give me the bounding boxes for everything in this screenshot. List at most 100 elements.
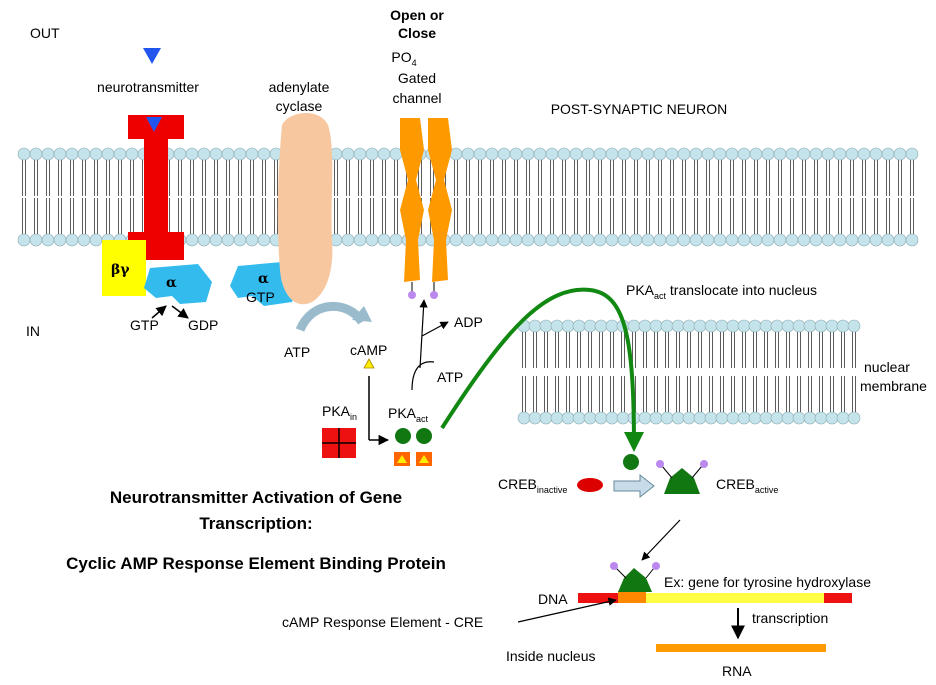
lipid-head (561, 411, 575, 425)
lipid-head (473, 147, 487, 161)
lipid-head (113, 147, 127, 161)
lipid-head (759, 319, 773, 333)
nuclear-membrane (517, 319, 861, 425)
post-synaptic-label: POST-SYNAPTIC NEURON (551, 101, 728, 117)
lipid-head (521, 233, 535, 247)
rna-strand (656, 644, 826, 652)
cre-label: cAMP Response Element - CRE (282, 614, 483, 630)
gdp-arrow (171, 305, 189, 319)
alpha2-label: α (258, 271, 269, 287)
lipid-head (605, 411, 619, 425)
in-label: IN (26, 323, 40, 339)
lipid-head (65, 233, 79, 247)
pka-act-sub: act (416, 414, 429, 424)
lipid-head (905, 147, 919, 161)
lipid-head (825, 411, 839, 425)
lipid-head (101, 147, 115, 161)
lipid-head (857, 233, 871, 247)
lipid-head (792, 411, 806, 425)
lipid-head (593, 147, 607, 161)
lipid-head (737, 147, 751, 161)
lipid-head (857, 147, 871, 161)
lipid-head (461, 147, 475, 161)
lipid-head (748, 319, 762, 333)
pka-act-main: PKA (388, 405, 417, 421)
title-line3: Cyclic AMP Response Element Binding Prot… (66, 554, 446, 573)
neurotransmitter-triangle (143, 48, 161, 64)
lipid-head (641, 147, 655, 161)
lipid-head (533, 147, 547, 161)
lipid-head (41, 147, 55, 161)
lipid-head (77, 233, 91, 247)
lipid-head (836, 319, 850, 333)
lipid-head (653, 233, 667, 247)
transcription-label: transcription (752, 610, 828, 626)
lipid-head (557, 147, 571, 161)
pka-active (394, 428, 432, 466)
lipid-head (781, 411, 795, 425)
lipid-head (881, 233, 895, 247)
camp-triangle (363, 358, 375, 369)
lipid-head (701, 233, 715, 247)
lipid-head (545, 147, 559, 161)
lipid-head (528, 411, 542, 425)
gtp-label: GTP (130, 317, 159, 333)
lipid-head (881, 147, 895, 161)
lipid-head (761, 147, 775, 161)
gated-label: Gated (398, 70, 436, 86)
lipid-head (257, 233, 271, 247)
lipid-head (617, 147, 631, 161)
lipid-head (185, 147, 199, 161)
translocate-post: translocate into nucleus (666, 282, 817, 298)
lipid-head (689, 147, 703, 161)
lipid-head (770, 319, 784, 333)
lipid-head (660, 411, 674, 425)
creb-inactive-main: CREB (498, 476, 537, 492)
lipid-head (485, 147, 499, 161)
lipid-head (713, 233, 727, 247)
lipid-head (660, 319, 674, 333)
lipid-head (833, 233, 847, 247)
lipid-head (583, 411, 597, 425)
lipid-head (821, 147, 835, 161)
lipid-head (689, 233, 703, 247)
lipid-head (605, 233, 619, 247)
lipid-head (125, 147, 139, 161)
lipid-head (593, 233, 607, 247)
lipid-head (792, 319, 806, 333)
lipid-head (649, 319, 663, 333)
g-alpha-bound: α (144, 264, 212, 304)
lipid-head (677, 147, 691, 161)
lipid-head (605, 319, 619, 333)
lipid-head (41, 233, 55, 247)
beta-gamma-label: βγ (111, 262, 130, 278)
lipid-head (539, 411, 553, 425)
lipid-head (557, 233, 571, 247)
po4-main: PO (391, 49, 411, 65)
lipid-head (869, 147, 883, 161)
lipid-head (869, 233, 883, 247)
translocation-arrow[interactable] (440, 287, 644, 452)
pka-inactive (322, 428, 356, 458)
lipid-head (893, 147, 907, 161)
lipid-head (341, 233, 355, 247)
pka-in-main: PKA (322, 403, 351, 419)
lipid-head (461, 233, 475, 247)
lipid-head (521, 147, 535, 161)
lipid-head (473, 233, 487, 247)
neurotransmitter-label: neurotransmitter (97, 79, 199, 95)
lipid-head (389, 233, 403, 247)
dna-label: DNA (538, 591, 568, 607)
creb-inactive-shape (577, 478, 603, 492)
lipid-head (29, 147, 43, 161)
lipid-head (572, 411, 586, 425)
lipid-head (209, 147, 223, 161)
lipid-head (29, 233, 43, 247)
lipid-head (803, 319, 817, 333)
adenylate-cyclase (277, 112, 333, 305)
open-close-line2: Close (398, 25, 436, 41)
po4-gated-channel (400, 118, 452, 299)
creb-to-dna-arrow (641, 519, 681, 561)
lipid-head (583, 319, 597, 333)
atp-left-label: ATP (284, 344, 310, 360)
